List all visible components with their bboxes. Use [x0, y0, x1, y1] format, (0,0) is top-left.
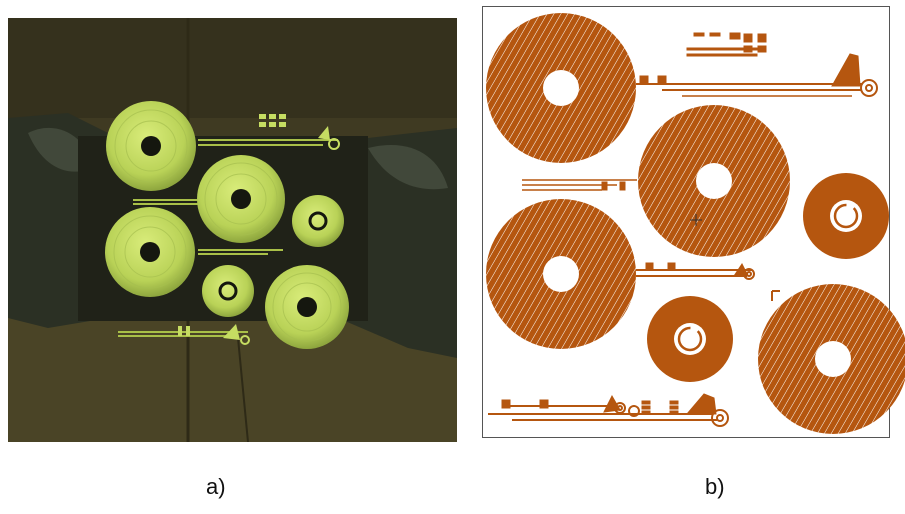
layout-coils: [486, 13, 905, 434]
caption-a: a): [206, 474, 226, 499]
coil-small: [292, 195, 344, 247]
photo-traces: [118, 139, 338, 337]
coil-layout: [482, 6, 905, 438]
coil-small: [202, 265, 254, 317]
coil-photo: [8, 18, 457, 442]
crosshair-icon: [690, 214, 702, 226]
layout-traces: [488, 32, 862, 421]
photo-panel: [8, 18, 457, 442]
terminal-rings: [614, 79, 878, 427]
layout-panel: [482, 6, 905, 439]
caption-b: b): [705, 474, 725, 499]
photo-coils: [105, 101, 349, 349]
